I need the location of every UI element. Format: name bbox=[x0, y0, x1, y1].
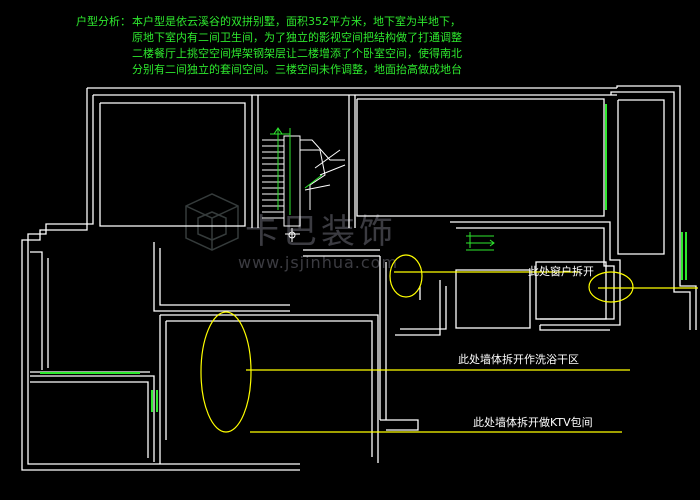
walls bbox=[21, 85, 697, 471]
annotation-wash-area: 此处墙体拆开作洗浴干区 bbox=[458, 352, 579, 366]
markup bbox=[200, 254, 698, 433]
stair-arrows bbox=[270, 127, 495, 251]
notes-heading: 户型分析： bbox=[76, 15, 131, 28]
markup-circle-wall bbox=[200, 311, 252, 433]
notes-line: 本户型是依云溪谷的双拼别墅，面积352平方米，地下室为半地下， bbox=[132, 15, 461, 28]
watermark-url: www.jsjinhua.com bbox=[238, 253, 398, 272]
layout-analysis-notes: 户型分析： 本户型是依云溪谷的双拼别墅，面积352平方米，地下室为半地下， 原地… bbox=[76, 14, 496, 78]
markup-circle-window bbox=[389, 254, 423, 298]
annotation-ktv-room: 此处墙体拆开做KTV包间 bbox=[473, 415, 593, 429]
notes-first-row: 户型分析： 本户型是依云溪谷的双拼别墅，面积352平方米，地下室为半地下， bbox=[76, 14, 496, 30]
notes-line: 原地下室内有二间卫生间，为了独立的影视空间把结构做了打通调整 bbox=[132, 31, 462, 44]
watermark: 卡巴装饰 www.jsjinhua.com bbox=[185, 193, 398, 272]
watermark-brand: 卡巴装饰 bbox=[245, 212, 397, 252]
markup-circle-right bbox=[588, 271, 634, 303]
watermark-logo-icon bbox=[185, 193, 239, 251]
notes-line: 二楼餐厅上挑空空间焊架钢架层让二楼增添了个卧室空间，使得南北 bbox=[132, 47, 462, 60]
annotation-window-removal: 此处窗户拆开 bbox=[528, 264, 594, 278]
windows bbox=[40, 104, 687, 412]
staircase bbox=[262, 135, 346, 242]
notes-line: 分别有二间独立的套间空间。三楼空间未作调整，地面抬高做成地台 bbox=[132, 63, 462, 76]
